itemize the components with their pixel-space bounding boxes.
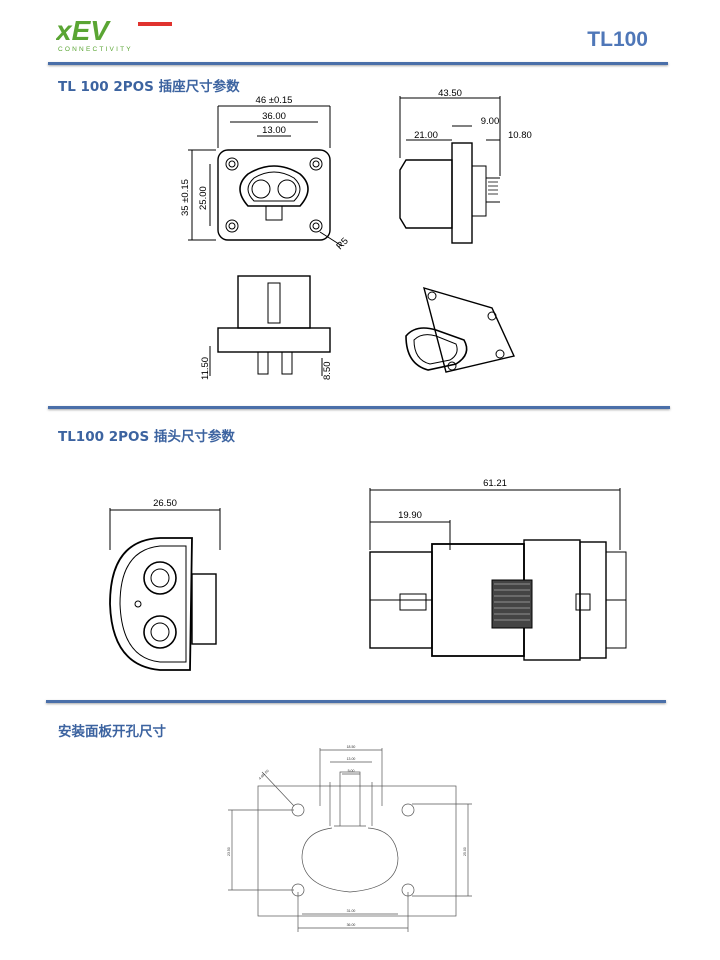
dim-socket-25: 25.00 [198, 186, 209, 210]
dim-panel-31: 31.00 [347, 909, 356, 913]
section-rule-2 [48, 406, 670, 409]
section-title-panel: 安装面板开孔尺寸 [58, 724, 166, 740]
logo-subtext: CONNECTIVITY [58, 46, 133, 53]
section-rule-1 [48, 62, 668, 65]
logo-text: xEV [56, 15, 111, 46]
dim-bottom-85: 8.50 [322, 362, 333, 381]
dim-panel-5: 5.00 [348, 769, 355, 773]
dim-bottom-115: 11.50 [200, 357, 211, 380]
dim-side-108: 10.80 [508, 130, 532, 141]
dim-panel-36: 36.00 [347, 923, 356, 927]
dim-side-9: 9.00 [481, 116, 500, 127]
section-title-socket: TL 100 2POS 插座尺寸参数 [58, 79, 240, 95]
dim-socket-36: 36.00 [262, 111, 286, 122]
dim-plug-19: 19.90 [398, 510, 422, 521]
dim-panel-hole: 4-Ø4.50 [258, 769, 270, 781]
dim-socket-13: 13.00 [262, 125, 286, 136]
section-rule-3 [46, 700, 666, 703]
dim-panel-25: 25.00 [463, 847, 467, 856]
dim-panel-235: 23.50 [227, 847, 231, 856]
panel-cutout-drawing: 18.50 13.00 5.00 4-Ø4.50 23.50 25.00 31.… [227, 745, 472, 932]
dim-side-total: 43.50 [438, 88, 462, 99]
dim-panel-13: 13.00 [347, 757, 356, 761]
plug-drawings: 26.50 61.21 19.90 [109, 478, 627, 671]
dim-socket-width: 46 ±0.15 [256, 95, 293, 106]
document-code: TL100 [587, 28, 648, 51]
dim-socket-radius: R5 [334, 236, 350, 252]
dim-socket-height: 35 ±0.15 [180, 179, 191, 216]
dim-plug-width: 26.50 [153, 498, 177, 509]
dim-side-21: 21.00 [414, 130, 438, 141]
socket-flange [217, 149, 331, 241]
company-logo: xEV CONNECTIVITY [54, 14, 196, 54]
dim-plug-length: 61.21 [483, 478, 507, 489]
socket-drawings: 46 ±0.15 36.00 13.00 35 ±0.15 25.00 R5 4… [180, 88, 532, 381]
section-title-plug: TL100 2POS 插头尺寸参数 [58, 429, 235, 445]
dim-panel-185: 18.50 [347, 745, 356, 749]
